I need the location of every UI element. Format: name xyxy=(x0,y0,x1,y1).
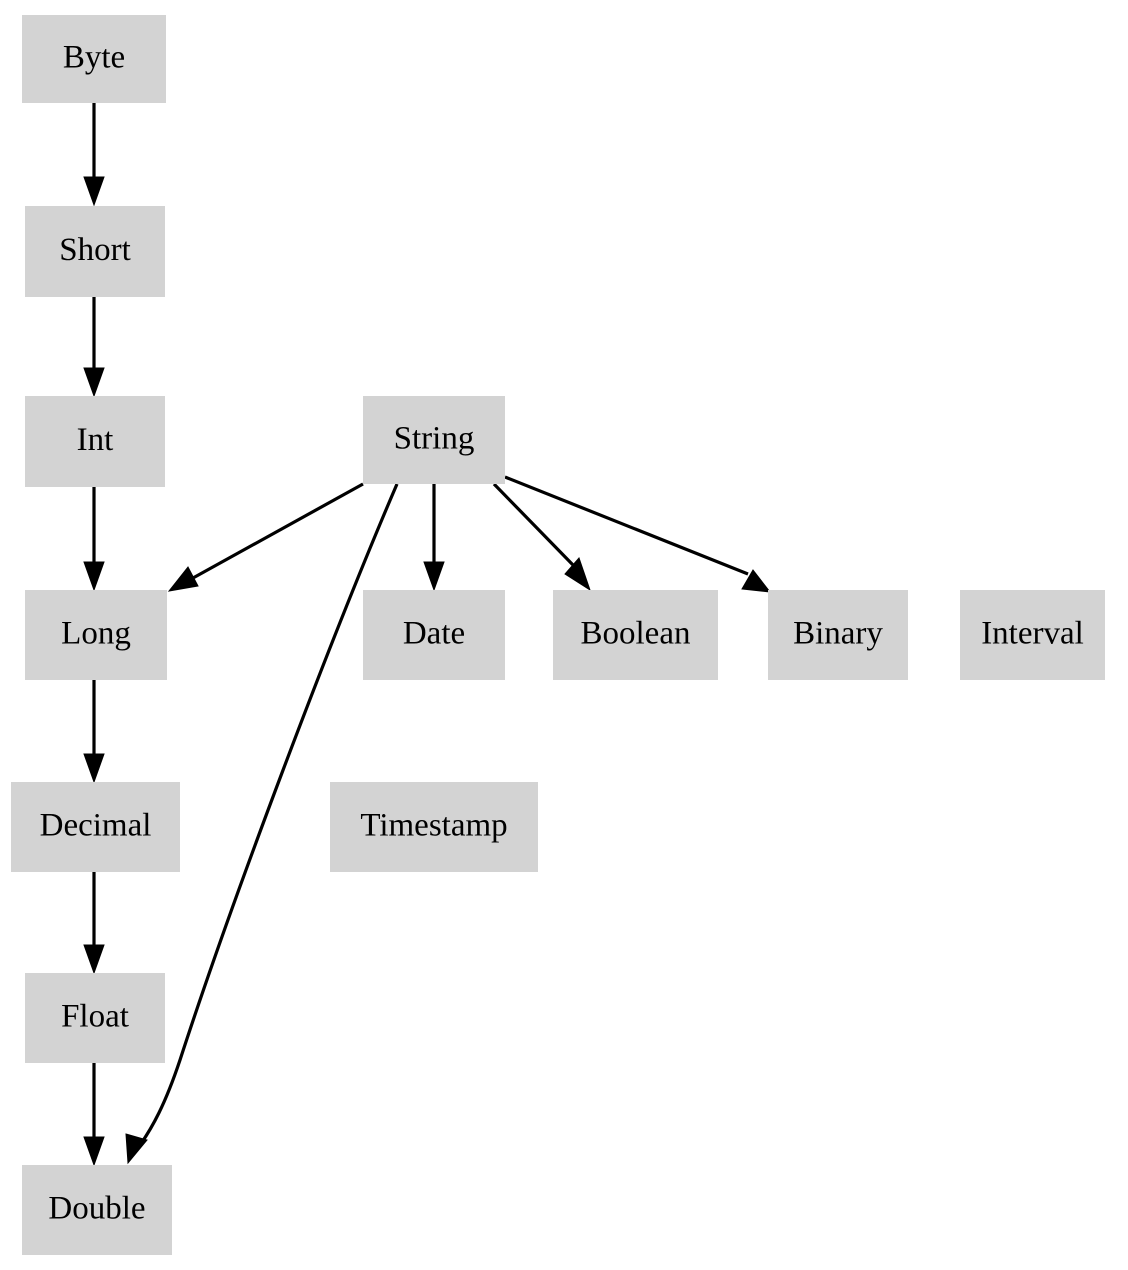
node-label: Timestamp xyxy=(360,808,507,844)
arrowhead-icon xyxy=(564,557,591,592)
edge-string-binary xyxy=(504,475,772,593)
edge-byte-short xyxy=(83,103,105,207)
node-boolean[interactable]: Boolean xyxy=(553,590,718,680)
node-box[interactable] xyxy=(363,590,505,680)
node-label: Boolean xyxy=(581,616,691,652)
node-double[interactable]: Double xyxy=(22,1165,172,1255)
node-label: Decimal xyxy=(40,808,152,844)
node-box[interactable] xyxy=(22,1165,172,1255)
node-float[interactable]: Float xyxy=(25,973,165,1063)
node-label: Byte xyxy=(63,40,125,76)
node-label: Float xyxy=(61,999,129,1035)
node-binary[interactable]: Binary xyxy=(768,590,908,680)
node-timestamp[interactable]: Timestamp xyxy=(330,782,538,872)
node-box[interactable] xyxy=(11,782,180,872)
edge-string-long xyxy=(167,482,364,592)
node-box[interactable] xyxy=(25,973,165,1063)
node-string[interactable]: String xyxy=(363,396,505,484)
edge-string-double xyxy=(125,483,399,1165)
node-label: Long xyxy=(61,616,131,652)
edge-string-date xyxy=(423,484,445,592)
node-box[interactable] xyxy=(960,590,1105,680)
node-box[interactable] xyxy=(22,15,166,103)
node-label: Int xyxy=(77,422,114,458)
node-box[interactable] xyxy=(363,396,505,484)
node-date[interactable]: Date xyxy=(363,590,505,680)
arrowhead-icon xyxy=(83,561,105,592)
edge-line xyxy=(504,475,749,576)
arrowhead-icon xyxy=(83,367,105,398)
node-long[interactable]: Long xyxy=(25,590,167,680)
node-byte[interactable]: Byte xyxy=(22,15,166,103)
node-box[interactable] xyxy=(25,206,165,297)
edge-string-boolean xyxy=(492,482,591,592)
node-box[interactable] xyxy=(330,782,538,872)
arrowhead-icon xyxy=(125,1133,148,1165)
arrowhead-icon xyxy=(83,176,105,207)
node-label: Double xyxy=(48,1191,145,1227)
arrowhead-icon xyxy=(423,561,445,592)
node-short[interactable]: Short xyxy=(25,206,165,297)
edge-line xyxy=(492,482,575,567)
edge-line xyxy=(192,482,364,580)
node-label: Binary xyxy=(793,616,883,652)
node-label: Short xyxy=(59,232,131,268)
node-int[interactable]: Int xyxy=(25,396,165,487)
node-label: Date xyxy=(403,616,465,652)
node-box[interactable] xyxy=(553,590,718,680)
node-label: String xyxy=(394,421,475,457)
node-box[interactable] xyxy=(25,396,165,487)
edge-line xyxy=(138,483,399,1146)
node-interval[interactable]: Interval xyxy=(960,590,1105,680)
edge-long-decimal xyxy=(83,680,105,784)
edge-decimal-float xyxy=(83,872,105,975)
arrowhead-icon xyxy=(167,566,199,592)
node-label: Interval xyxy=(981,616,1084,652)
arrowhead-icon xyxy=(83,944,105,975)
arrowhead-icon xyxy=(741,569,772,593)
arrowhead-icon xyxy=(83,753,105,784)
edge-int-long xyxy=(83,487,105,592)
node-box[interactable] xyxy=(768,590,908,680)
edge-short-int xyxy=(83,297,105,398)
edges-layer xyxy=(83,103,772,1167)
node-decimal[interactable]: Decimal xyxy=(11,782,180,872)
arrowhead-icon xyxy=(83,1136,105,1167)
edge-float-double xyxy=(83,1063,105,1167)
node-box[interactable] xyxy=(25,590,167,680)
